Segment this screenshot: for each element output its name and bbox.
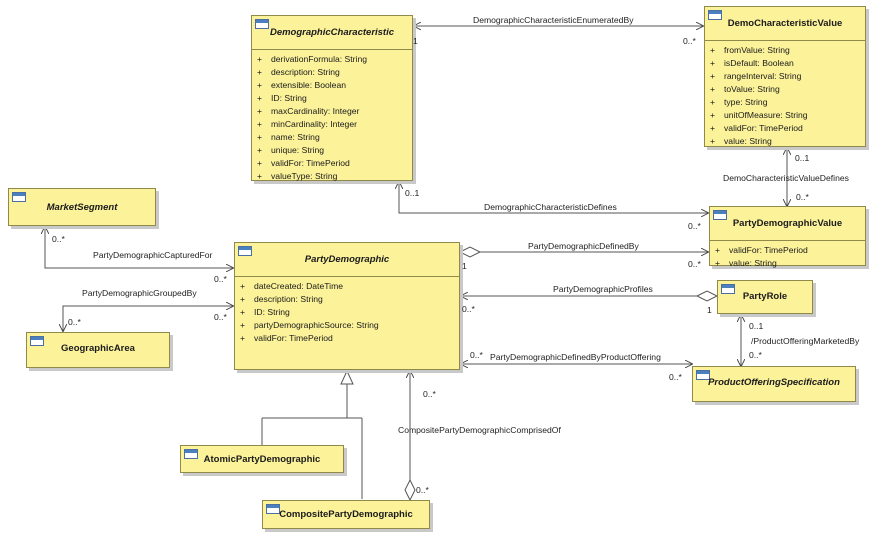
mult-label: 0..* xyxy=(796,192,809,202)
assoc-label-captured-for: PartyDemographicCapturedFor xyxy=(93,250,213,260)
attribute: +validFor: TimePeriod xyxy=(710,123,803,133)
class-geographic-area[interactable]: GeographicArea xyxy=(26,332,170,368)
attribute-list: +fromValue: String +isDefault: Boolean +… xyxy=(705,40,865,148)
class-icon xyxy=(713,210,727,220)
generalization-triangle xyxy=(340,369,354,385)
assoc-label-grouped-by: PartyDemographicGroupedBy xyxy=(82,288,197,298)
attribute: +validFor: TimePeriod xyxy=(257,158,350,168)
class-name: PartyDemographicValue xyxy=(732,218,843,229)
class-name: DemoCharacteristicValue xyxy=(727,18,843,29)
attribute: +ID: String xyxy=(257,93,307,103)
attribute-list: +validFor: TimePeriod +value: String xyxy=(710,240,865,270)
attribute: +validFor: TimePeriod xyxy=(240,333,333,343)
aggregation-diamond-comprised-of xyxy=(404,478,416,502)
class-name: PartyRole xyxy=(742,291,788,302)
assoc-label-enumerated-by: DemographicCharacteristicEnumeratedBy xyxy=(473,15,634,25)
generalization-tree xyxy=(261,384,363,499)
mult-label: 0..* xyxy=(688,259,701,269)
attribute: +fromValue: String xyxy=(710,45,790,55)
class-name: DemographicCharacteristic xyxy=(269,27,395,38)
assoc-label-defines: DemographicCharacteristicDefines xyxy=(484,202,617,212)
class-atomic-party-demographic[interactable]: AtomicPartyDemographic xyxy=(180,445,344,473)
class-icon xyxy=(30,336,44,346)
assoc-grouped-by xyxy=(63,306,233,331)
class-party-role[interactable]: PartyRole xyxy=(717,280,813,314)
class-product-offering-specification[interactable]: ProductOfferingSpecification xyxy=(692,366,856,402)
attribute: +description: String xyxy=(257,67,340,77)
mult-label: 0..* xyxy=(462,304,475,314)
attribute: +rangeInterval: String xyxy=(710,71,802,81)
class-icon xyxy=(708,10,722,20)
assoc-label-defined-by: PartyDemographicDefinedBy xyxy=(528,241,639,251)
mult-label: 0..* xyxy=(214,312,227,322)
mult-label: 1 xyxy=(462,261,467,271)
class-party-demographic-value[interactable]: PartyDemographicValue +validFor: TimePer… xyxy=(709,206,866,268)
attribute-list: +derivationFormula: String +description:… xyxy=(252,49,412,183)
assoc-label-comprised-of: CompositePartyDemographicComprisedOf xyxy=(398,425,561,435)
mult-label: 0..* xyxy=(749,350,762,360)
class-name: PartyDemographic xyxy=(304,254,390,265)
class-name: ProductOfferingSpecification xyxy=(708,377,840,388)
class-demo-characteristic-value[interactable]: DemoCharacteristicValue +fromValue: Stri… xyxy=(704,6,866,147)
attribute: +description: String xyxy=(240,294,323,304)
class-icon xyxy=(238,246,252,256)
assoc-label-marketed-by: /ProductOfferingMarketedBy xyxy=(751,336,860,346)
class-party-demographic[interactable]: PartyDemographic +dateCreated: DateTime … xyxy=(234,242,460,370)
class-name: GeographicArea xyxy=(61,343,135,354)
mult-label: 0..* xyxy=(214,274,227,284)
attribute: +unique: String xyxy=(257,145,325,155)
attribute: +partyDemographicSource: String xyxy=(240,320,379,330)
attribute: +maxCardinality: Integer xyxy=(257,106,360,116)
class-icon xyxy=(696,370,710,380)
class-icon xyxy=(255,19,269,29)
mult-label: 0..1 xyxy=(405,188,420,198)
mult-label: 1 xyxy=(707,305,712,315)
attribute: +unitOfMeasure: String xyxy=(710,110,808,120)
class-name: CompositePartyDemographic xyxy=(279,509,413,520)
attribute: +minCardinality: Integer xyxy=(257,119,357,129)
mult-label: 0..1 xyxy=(749,321,764,331)
class-composite-party-demographic[interactable]: CompositePartyDemographic xyxy=(262,500,430,529)
class-demographic-characteristic[interactable]: DemographicCharacteristic +derivationFor… xyxy=(251,15,413,181)
attribute: +toValue: String xyxy=(710,84,780,94)
mult-label: 0..* xyxy=(423,389,436,399)
mult-label: 1 xyxy=(413,36,418,46)
mult-label: 0..* xyxy=(470,350,483,360)
mult-label: 0..* xyxy=(669,372,682,382)
attribute: +extensible: Boolean xyxy=(257,80,347,90)
assoc-label-defined-by-product-offering: PartyDemographicDefinedByProductOffering xyxy=(490,352,661,362)
attribute: +name: String xyxy=(257,132,320,142)
class-name: MarketSegment xyxy=(46,202,118,213)
attribute: +validFor: TimePeriod xyxy=(715,245,808,255)
attribute: +value: String xyxy=(710,136,772,146)
assoc-captured-for xyxy=(45,227,233,268)
mult-label: 0..* xyxy=(688,221,701,231)
assoc-defines xyxy=(399,182,708,213)
mult-label: 0..* xyxy=(416,485,429,495)
class-icon xyxy=(266,504,280,514)
attribute-list: +dateCreated: DateTime +description: Str… xyxy=(235,276,459,345)
attribute: +value: String xyxy=(715,258,777,268)
aggregation-diamond-defined-by xyxy=(458,246,482,258)
class-name: AtomicPartyDemographic xyxy=(203,454,321,465)
class-icon xyxy=(721,284,735,294)
class-market-segment[interactable]: MarketSegment xyxy=(8,188,156,226)
mult-label: 0..1 xyxy=(795,153,810,163)
attribute: +derivationFormula: String xyxy=(257,54,368,64)
mult-label: 0..* xyxy=(52,234,65,244)
assoc-label-profiles: PartyDemographicProfiles xyxy=(553,284,653,294)
assoc-label-value-defines: DemoCharacteristicValueDefines xyxy=(723,173,849,183)
aggregation-diamond-profiles xyxy=(695,290,719,302)
attribute: +ID: String xyxy=(240,307,290,317)
mult-label: 0..* xyxy=(68,317,81,327)
attribute: +valueType: String xyxy=(257,171,338,181)
attribute: +isDefault: Boolean xyxy=(710,58,794,68)
attribute: +type: String xyxy=(710,97,768,107)
class-icon xyxy=(12,192,26,202)
mult-label: 0..* xyxy=(683,36,696,46)
class-icon xyxy=(184,449,198,459)
attribute: +dateCreated: DateTime xyxy=(240,281,344,291)
